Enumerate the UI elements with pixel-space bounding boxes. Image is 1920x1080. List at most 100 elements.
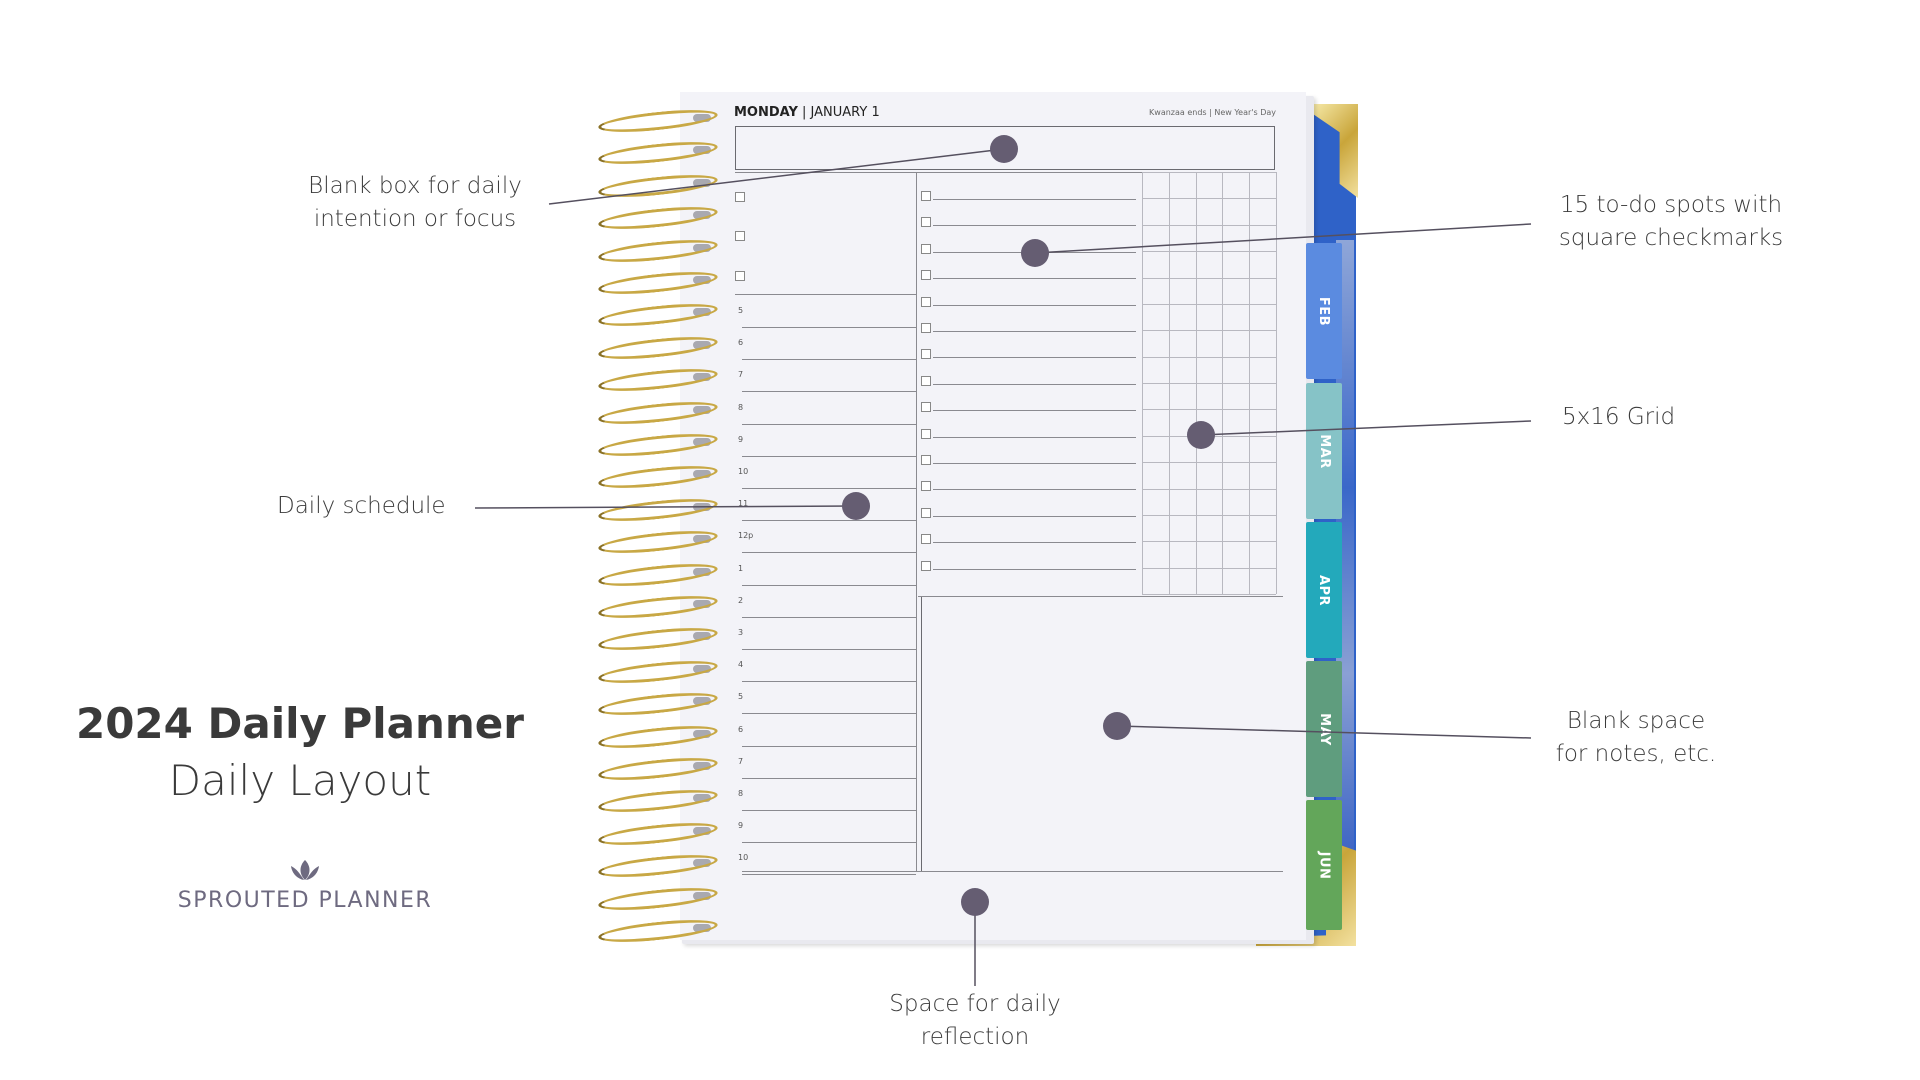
schedule-line [742, 777, 916, 779]
schedule-line [742, 488, 916, 489]
binding-hole [693, 373, 711, 382]
grid-row-line [1142, 330, 1276, 332]
binding-hole [693, 276, 711, 284]
title-line-2: Daily Layout [168, 756, 432, 805]
binding-hole [693, 114, 711, 122]
todo-line [933, 304, 1136, 306]
month-tab-apr[interactable]: APR [1306, 522, 1342, 658]
brand-name: SPROUTED PLANNER [177, 888, 433, 913]
holidays-text: Kwanzaa ends | New Year's Day [1149, 108, 1276, 117]
schedule-line [742, 874, 916, 876]
notes-top-rule [918, 596, 1283, 597]
hour-label: 3 [738, 628, 744, 637]
hour-label: 8 [738, 789, 744, 798]
grid-row-line [1142, 224, 1276, 226]
todo-checkbox[interactable] [921, 481, 931, 492]
marker-intention [990, 135, 1018, 163]
todo-line [933, 542, 1136, 544]
hour-label: 9 [738, 821, 744, 831]
priority-checkbox[interactable] [735, 192, 745, 202]
schedule-line [742, 423, 916, 425]
todo-line [933, 463, 1136, 464]
grid-row-line [1142, 541, 1276, 543]
binding-hole [693, 243, 711, 252]
grid-row-line [1142, 172, 1276, 173]
priority-checkbox[interactable] [735, 231, 745, 241]
callout-reflection-line1: Space for daily [889, 991, 1061, 1017]
leader-todo [1034, 223, 1532, 254]
schedule-column-divider [916, 172, 917, 872]
binding-hole [693, 794, 711, 803]
todo-line [933, 568, 1136, 570]
callout-todo: 15 to-do spots with square checkmarks [1521, 189, 1821, 255]
todo-checkbox[interactable] [921, 534, 931, 545]
binding-hole [693, 146, 711, 155]
todo-line [933, 515, 1136, 517]
date-text: | JANUARY 1 [802, 105, 880, 120]
month-tab-jun[interactable]: JUN [1306, 800, 1342, 930]
grid-row-line [1142, 251, 1276, 253]
hour-label: 5 [738, 306, 744, 315]
grid-row-line [1142, 514, 1276, 516]
grid-row-line [1142, 277, 1276, 279]
grid-column-line [1276, 172, 1277, 594]
todo-checkbox[interactable] [921, 455, 931, 465]
grid-row-line [1142, 594, 1276, 595]
hour-label: 6 [738, 338, 744, 348]
todo-checkbox[interactable] [921, 428, 931, 439]
marker-schedule [842, 492, 870, 520]
leader-schedule [474, 505, 857, 509]
binding-hole [693, 308, 711, 317]
todo-checkbox[interactable] [921, 217, 931, 228]
binding-hole [693, 762, 711, 770]
grid-row-line [1142, 383, 1276, 384]
month-tab-may[interactable]: MAY [1306, 661, 1342, 797]
binding-hole [693, 924, 711, 932]
callout-notes-line1: Blank space [1566, 708, 1706, 734]
schedule-line [742, 584, 916, 586]
todo-checkbox[interactable] [921, 507, 931, 518]
callout-notes: Blank space for notes, etc. [1486, 705, 1786, 771]
grid-row-line [1142, 303, 1276, 305]
todo-line [933, 278, 1136, 280]
todo-checkbox[interactable] [921, 349, 931, 360]
todo-checkbox[interactable] [921, 243, 931, 254]
marker-notes [1103, 712, 1131, 740]
binding-hole [693, 567, 711, 576]
hour-label: 11 [738, 499, 749, 509]
todo-checkbox[interactable] [921, 323, 931, 333]
hour-label: 7 [738, 756, 744, 766]
schedule-line [742, 810, 916, 811]
binding-hole [693, 632, 711, 641]
todo-checkbox[interactable] [921, 375, 931, 386]
todo-line [933, 383, 1136, 385]
month-tab-mar[interactable]: MAR [1306, 383, 1342, 519]
brand-logo: SPROUTED PLANNER [150, 858, 460, 913]
grid-row-line [1142, 462, 1276, 464]
todo-checkbox[interactable] [921, 402, 931, 413]
notes-box [921, 596, 922, 872]
title-line-1: 2024 Daily Planner [75, 699, 525, 748]
day-name: MONDAY [734, 105, 798, 120]
todo-checkbox[interactable] [921, 191, 931, 201]
hour-label: 1 [738, 563, 744, 573]
hour-label: 12p [738, 531, 754, 541]
schedule-line [742, 327, 916, 328]
priority-checkbox[interactable] [735, 271, 745, 281]
leader-notes [1116, 725, 1532, 739]
month-tab-feb[interactable]: FEB [1306, 243, 1342, 379]
todo-line [933, 410, 1136, 412]
schedule-line [742, 842, 916, 844]
binding-hole [693, 211, 711, 220]
todo-checkbox[interactable] [921, 270, 931, 281]
todo-checkbox[interactable] [921, 560, 931, 571]
binding-hole [693, 405, 711, 414]
callout-intention: Blank box for daily intention or focus [265, 170, 565, 236]
grid-row-line [1142, 488, 1276, 490]
hour-label: 9 [738, 434, 744, 444]
todo-checkbox[interactable] [921, 296, 931, 307]
schedule-line [742, 359, 916, 361]
hour-label: 5 [738, 692, 744, 702]
callout-notes-line2: for notes, etc. [1555, 741, 1717, 767]
todo-line [933, 357, 1136, 359]
